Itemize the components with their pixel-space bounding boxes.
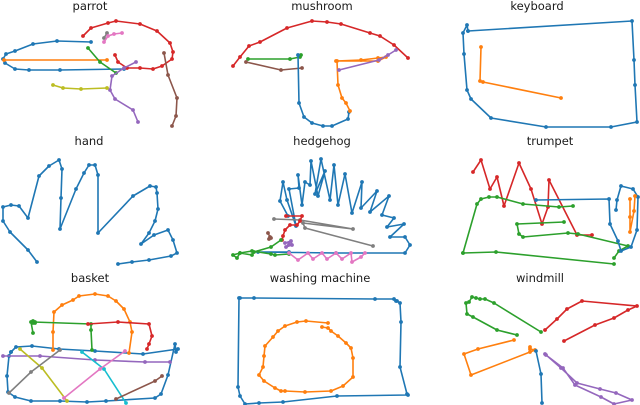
sketch-stroke-cyan [80,350,128,405]
sketch-panel-washing-machine: washing machine [236,271,410,405]
sketch-stroke-green [461,250,616,266]
sketch-stroke-green [461,195,575,255]
sketch-panel-basket: basket [1,271,180,405]
sketch-stroke-brown [244,60,304,72]
sketch-stroke-gray [7,348,62,395]
sketch-panel-trumpet: trumpet [461,134,640,266]
sketch-stroke-purple [337,48,398,72]
sketch-stroke-green [29,319,94,352]
sketch-stroke-pink [62,349,127,400]
panel-title: hand [75,134,104,148]
panel-title: washing machine [270,271,371,285]
sketch-stroke-blue [1,158,179,266]
sketch-stroke-red [280,214,304,242]
panel-title: windmill [516,271,564,285]
sketch-panel-keyboard: keyboard [461,0,639,129]
sketch-stroke-orange [628,194,637,234]
panel-title: basket [71,271,110,285]
sketch-stroke-purple [108,60,140,124]
sketch-panel-windmill: windmill [462,271,639,405]
panel-title: hedgehog [293,134,351,148]
sketch-stroke-green [464,295,543,337]
sketch-stroke-orange [257,319,355,394]
sketch-stroke-purple [283,239,294,249]
sketch-stroke-pink [287,251,367,264]
sketch-panel-mushroom: mushroom [231,0,410,128]
sketch-panel-parrot: parrot [1,0,179,128]
sketch-panel-hedgehog: hedgehog [231,134,412,264]
sketch-stroke-blue [534,184,640,253]
sketch-stroke-blue [296,53,351,128]
sketch-stroke-green [246,53,303,61]
sketch-stroke-blue [236,296,410,405]
sketch-stroke-olive [18,347,69,403]
sketch-panel-hand: hand [1,134,179,266]
sketch-stroke-orange [334,55,388,113]
panel-title: mushroom [291,0,353,13]
sketch-stroke-orange [2,58,109,62]
sketch-stroke-red [231,19,410,68]
sketch-stroke-gray [102,31,109,40]
panel-title: keyboard [510,0,563,13]
panel-title: trumpet [527,134,574,148]
sketch-stroke-olive [51,83,109,91]
sketch-stroke-orange [478,45,563,100]
sketch-stroke-blue [534,349,544,405]
sketch-stroke-blue [461,19,639,129]
sketch-stroke-orange [462,338,537,377]
sketch-stroke-red [543,299,639,343]
sketch-stroke-brown [162,51,179,128]
sketch-stroke-brown [114,374,164,401]
sketch-stroke-green [515,220,630,260]
sketch-stroke-brown [266,231,273,241]
panel-title: parrot [73,0,108,13]
sketch-stroke-pink [102,31,124,44]
sketch-stroke-purple [543,352,634,405]
sketch-stroke-red [86,320,154,351]
sketch-stroke-green [231,238,291,260]
sketch-stroke-red [81,19,175,71]
